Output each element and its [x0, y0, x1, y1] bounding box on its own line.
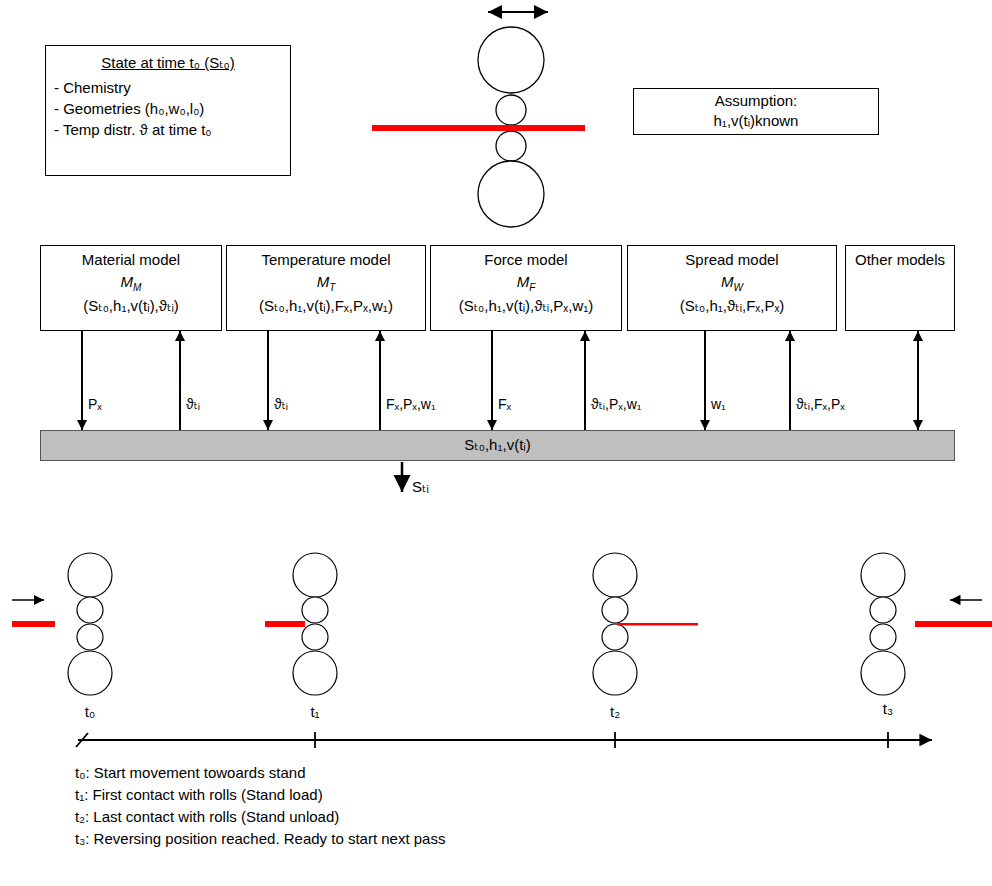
data-arrow: [179, 331, 181, 430]
data-arrow: [491, 331, 493, 430]
model-inputs: (Sₜ₀,h₁,ϑₜᵢ,Fₓ,Pₓ): [632, 295, 832, 317]
model-name: Material model: [45, 249, 217, 271]
traverse-arrow: [488, 11, 548, 13]
list-item: - Geometries (h₀,w₀,l₀): [54, 98, 282, 119]
list-item: - Temp distr. ϑ at time t₀: [54, 119, 282, 140]
model-inputs: (Sₜ₀,h₁,v(tᵢ),ϑₜᵢ,Pₓ,w₁): [435, 295, 617, 317]
data-arrow: [81, 331, 83, 430]
model-name: Spread model: [632, 249, 832, 271]
output-arrow: [401, 462, 404, 492]
slab: [12, 621, 55, 627]
time-label: t₂: [610, 703, 620, 721]
edge-label: Fₓ,Pₓ,w₁: [385, 396, 437, 413]
edge-label: ϑₜᵢ: [273, 396, 289, 413]
time-label: t₀: [85, 703, 95, 721]
edge-label: Fₓ: [497, 396, 512, 413]
model-box: Temperature modelMT(Sₜ₀,h₁,v(tᵢ),Fₓ,Pₓ,w…: [226, 245, 426, 331]
mill-stand: [861, 553, 905, 695]
box-text: h₁,v(tᵢ)known: [642, 111, 870, 131]
model-name: Temperature model: [231, 249, 421, 271]
model-box: Force modelMF(Sₜ₀,h₁,v(tᵢ),ϑₜᵢ,Pₓ,w₁): [430, 245, 622, 331]
model-box: Spread modelMW(Sₜ₀,h₁,ϑₜᵢ,Fₓ,Pₓ): [627, 245, 837, 331]
note: t₀: Start movement towoards stand: [75, 764, 306, 782]
model-name: Other models: [850, 249, 950, 271]
data-arrow: [704, 331, 706, 430]
model-inputs: (Sₜ₀,h₁,v(tᵢ),ϑₜᵢ): [45, 295, 217, 317]
motion-arrow: [950, 599, 982, 601]
model-inputs: (Sₜ₀,h₁,v(tᵢ),Fₓ,Pₓ,w₁): [231, 295, 421, 317]
slab: [265, 621, 305, 627]
edge-label: ϑₜᵢ,Fₓ,Pₓ: [795, 396, 846, 413]
data-arrow: [267, 331, 269, 430]
state-box: State at time t₀ (Sₜ₀) - Chemistry- Geome…: [45, 45, 291, 176]
model-symbol: MF: [435, 271, 617, 296]
timeline: [76, 732, 932, 748]
mill-stand: [68, 553, 112, 695]
mill-stands: [68, 553, 905, 695]
model-box: Material modelMM(Sₜ₀,h₁,v(tᵢ),ϑₜᵢ): [40, 245, 222, 331]
assumption-box: Assumption:h₁,v(tᵢ)known: [633, 88, 879, 135]
state-band: Sₜ₀,h₁,v(tᵢ): [40, 430, 955, 461]
data-arrow: [789, 331, 791, 430]
edge-label: Pₓ: [87, 396, 103, 413]
data-arrow: [379, 331, 381, 430]
model-symbol: MM: [45, 271, 217, 296]
box-heading: Assumption:: [642, 91, 870, 111]
box-text: Sₜ₀,h₁,v(tᵢ): [47, 435, 948, 455]
slab: [915, 621, 992, 627]
box-heading: State at time t₀ (Sₜ₀): [54, 52, 282, 73]
data-arrow: [584, 331, 586, 430]
note: t₂: Last contact with rolls (Stand unloa…: [75, 808, 339, 826]
slab: [372, 125, 585, 131]
model-symbol: MT: [231, 271, 421, 296]
note: t₃: Reversing position reached. Ready to…: [75, 830, 445, 848]
edge-label: ϑₜᵢ,Pₓ,w₁: [590, 396, 643, 413]
edge-label: w₁: [710, 396, 727, 413]
time-label: t₃: [883, 700, 893, 718]
data-arrow: [917, 331, 919, 430]
model-symbol: MW: [632, 271, 832, 296]
mill-stand-top: [372, 12, 585, 227]
edge-label: ϑₜᵢ: [185, 396, 201, 413]
model-box: Other models: [845, 245, 955, 331]
output-label: Sₜᵢ: [412, 478, 429, 496]
time-label: t₁: [310, 703, 319, 721]
model-name: Force model: [435, 249, 617, 271]
motion-arrow: [12, 599, 44, 601]
note: t₁: First contact with rolls (Stand load…: [75, 786, 323, 804]
list-item: - Chemistry: [54, 77, 282, 98]
slab: [617, 623, 698, 626]
